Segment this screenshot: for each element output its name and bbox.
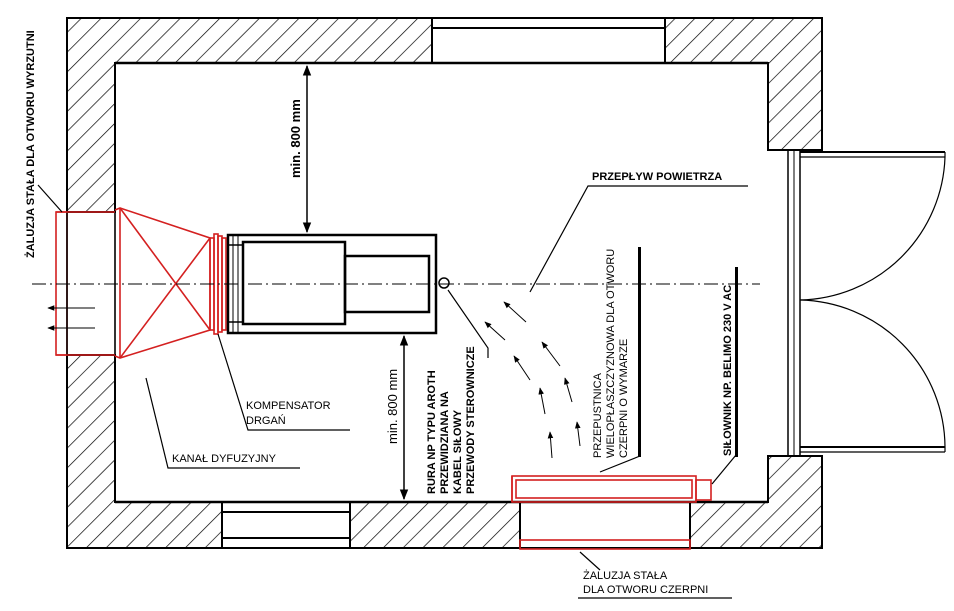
label-diffuser-duct: KANAŁ DYFUZYJNY: [172, 453, 277, 465]
top-opening: [432, 17, 665, 64]
wall-top-right: [664, 17, 823, 151]
wall-top-left: [66, 17, 433, 213]
label-damper: PRZEPUSTNICA WIELOPŁASZCZYZNOWA DLA OTWO…: [592, 249, 630, 458]
label-compensator-2: DRGAŃ: [246, 414, 286, 427]
wall-bottom-mid: [349, 501, 521, 549]
label-louver-exhaust: ŻALUZJA STAŁA DLA OTWORU WYRZUTNI: [24, 30, 37, 258]
airflow-arrows: [484, 301, 581, 459]
intake-louver: [519, 539, 691, 550]
label-pipe-2: PRZEWIDZIANA NA: [439, 391, 451, 494]
intake-opening: [519, 502, 691, 549]
leader-lines: [37, 184, 748, 571]
label-actuator: SIŁOWNIK NP. BELIMO 230 V AC: [722, 285, 734, 456]
double-door: [787, 149, 946, 457]
actuator-label-bar: [735, 267, 738, 457]
exhaust-arrows: [47, 305, 95, 331]
dim-top-label: min. 800 mm: [288, 99, 303, 178]
label-airflow: PRZEPŁYW POWIETRZA: [592, 171, 722, 183]
label-damper-3: CZERPNI O WYMARZE: [618, 339, 630, 458]
diffuser-duct: [114, 207, 211, 359]
label-pipe-3: KABEL SIŁOWY: [452, 409, 464, 494]
label-louver-intake-1: ŻALUZJA STAŁA: [583, 569, 668, 582]
label-pipe-1: RURA NP TYPU AROTH: [426, 370, 438, 494]
label-damper-2: WIELOPŁASZCZYZNOWA DLA OTWORU: [605, 249, 617, 458]
wall-left-lower: [66, 354, 223, 549]
damper-label-bar: [638, 247, 641, 457]
intake-damper: [511, 475, 712, 503]
label-compensator-1: KOMPENSATOR: [246, 400, 331, 412]
label-damper-1: PRZEPUSTNICA: [592, 372, 604, 458]
label-pipe-4: PRZEWODY STEROWNICZE: [465, 346, 477, 494]
label-pipe: RURA NP TYPU AROTH PRZEWIDZIANA NA KABEL…: [426, 346, 477, 494]
label-louver-intake-2: DLA OTWORU CZERPNI: [583, 584, 708, 596]
bottom-left-opening: [221, 501, 351, 549]
dim-right-label: min. 800 mm: [385, 369, 400, 444]
